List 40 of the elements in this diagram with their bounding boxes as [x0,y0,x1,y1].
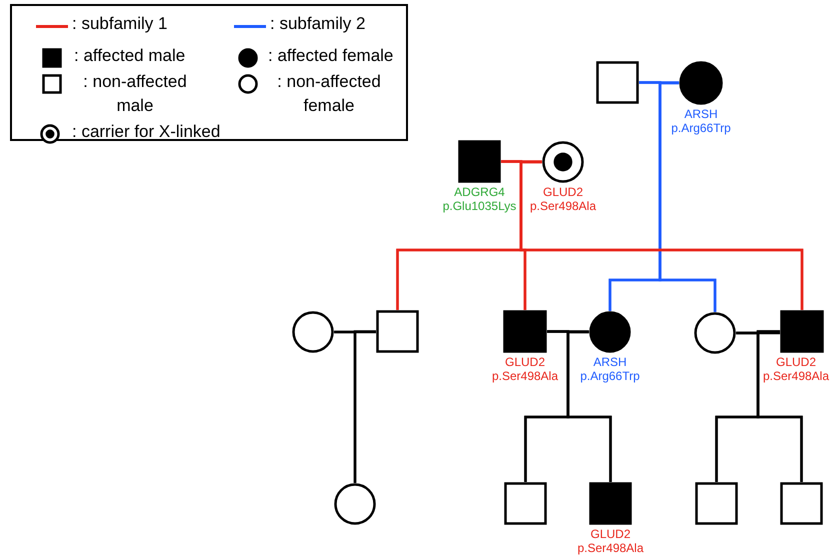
variant-label: p.Arg66Trp [580,369,640,383]
variant-label: p.Glu1035Lys [442,199,516,213]
gene-label: ARSH [684,107,718,121]
pedigree-line [756,330,803,482]
gene-label: ARSH [593,355,627,369]
carrier-female-circle [542,141,584,183]
pedigree-line [354,330,376,484]
variant-label: p.Ser498Ala [762,369,830,383]
variant-label: p.Ser498Ala [530,199,596,213]
unaffected-male-square [596,61,639,104]
affected-female-circle [679,61,723,105]
legend-label: : non-affected female [276,71,382,117]
unaffected-male-square [504,482,547,525]
unaffected-female-circle [292,311,334,353]
pedigree-line [566,330,612,482]
variant-label: p.Ser498Ala [577,541,644,555]
affected-male-square [589,482,632,525]
gene-label: GLUD2 [590,527,630,541]
unaffected-male-square [376,310,419,353]
gene-label: GLUD2 [543,185,583,199]
affected-male-square [780,310,824,353]
affected-male-square [458,140,501,183]
legend-label: : subfamily 2 [270,13,366,35]
legend-label: : carrier for X-linked [72,121,220,143]
unaffected-female-circle [694,312,736,354]
variant-label: p.Ser498Ala [492,369,558,383]
affected-male-square [503,310,547,353]
affected-female-circle [589,311,631,353]
pedigree-line [658,82,716,312]
variant-label: p.Arg66Trp [671,121,731,135]
legend-label: : affected male [74,45,186,67]
gene-label: GLUD2 [776,355,816,369]
legend-label: : affected female [268,45,394,67]
unaffected-male-square [780,482,823,525]
gene-label: ADGRG4 [454,185,505,199]
gene-label: GLUD2 [505,355,545,369]
legend-label: : non-affected male [82,71,188,117]
legend-label: : subfamily 1 [72,13,168,35]
unaffected-female-circle [334,483,376,525]
unaffected-male-square [695,482,738,525]
